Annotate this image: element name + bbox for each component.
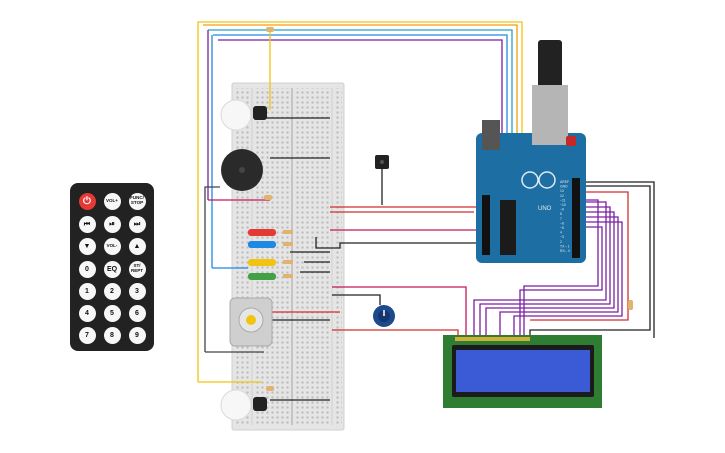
key-8-button[interactable]: 8 — [103, 326, 121, 344]
breadboard[interactable] — [231, 82, 345, 431]
prev-button[interactable]: ⏮ — [78, 215, 96, 233]
arduino-pin-label: TX→1 — [560, 244, 570, 248]
key-2-button[interactable]: 2 — [103, 282, 121, 300]
led-red[interactable] — [248, 229, 293, 236]
ir-sensor-bottom[interactable] — [220, 389, 267, 421]
arduino-pin-label: ~3 — [560, 235, 564, 239]
arduino-pin-label: GND — [560, 185, 568, 189]
ir-sensor-top[interactable] — [220, 99, 267, 131]
next-button[interactable]: ⏭ — [128, 215, 146, 233]
vol-down-button[interactable]: VOL- — [103, 237, 121, 255]
st-rept-button[interactable]: ST/ REPT — [128, 260, 146, 278]
arduino-pin-label: ~11 — [560, 198, 566, 202]
lcd-pin-header — [455, 337, 530, 341]
key-9-button[interactable]: 9 — [128, 326, 146, 344]
wire-group — [197, 21, 655, 401]
arduino-pin-label: RX←0 — [560, 249, 570, 253]
led-blue[interactable] — [248, 241, 293, 248]
resistor-ir-bottom[interactable] — [266, 386, 274, 391]
key-4-button[interactable]: 4 — [78, 304, 96, 322]
up-button[interactable]: ▲ — [128, 237, 146, 255]
eq-button[interactable]: EQ — [103, 260, 121, 278]
key-3-button[interactable]: 3 — [128, 282, 146, 300]
arduino-pin-label: 2 — [560, 240, 562, 244]
arduino-pin-label: ~10 — [560, 203, 566, 207]
piezo-buzzer[interactable] — [221, 149, 263, 191]
key-0-button[interactable]: 0 — [78, 260, 96, 278]
arduino-pin-label: 13 — [560, 189, 564, 193]
resistor-top[interactable] — [266, 27, 274, 32]
key-7-button[interactable]: 7 — [78, 326, 96, 344]
down-button[interactable]: ▼ — [78, 237, 96, 255]
key-5-button[interactable]: 5 — [103, 304, 121, 322]
arduino-pin-label: 7 — [560, 217, 562, 221]
key-1-button[interactable]: 1 — [78, 282, 96, 300]
key-6-button[interactable]: 6 — [128, 304, 146, 322]
power-button[interactable]: ⏻ — [78, 192, 96, 210]
dc-motor[interactable] — [229, 297, 273, 347]
play-pause-button[interactable]: ⏯ — [103, 215, 121, 233]
led-yellow[interactable] — [248, 259, 293, 266]
arduino-board[interactable]: UNO — [476, 40, 586, 263]
potentiometer[interactable] — [373, 305, 395, 327]
arduino-pin-label: ~9 — [560, 208, 564, 212]
led-green[interactable] — [248, 273, 293, 280]
func-stop-button[interactable]: FUNC/ STOP — [128, 192, 146, 210]
resistor-right[interactable] — [628, 300, 633, 310]
lcd-display[interactable] — [443, 335, 602, 408]
arduino-pin-label: 12 — [560, 194, 564, 198]
resistor-ir-top[interactable] — [264, 195, 272, 200]
arduino-model-label: UNO — [538, 206, 552, 212]
arduino-pin-label: ~6 — [560, 221, 564, 225]
temperature-sensor[interactable] — [375, 155, 389, 205]
arduino-pin-label: 8 — [560, 212, 562, 216]
arduino-pin-label: ~5 — [560, 226, 564, 230]
arduino-pin-label: AREF — [560, 180, 569, 184]
vol-up-button[interactable]: VOL+ — [103, 192, 121, 210]
arduino-pin-label: 4 — [560, 231, 562, 235]
